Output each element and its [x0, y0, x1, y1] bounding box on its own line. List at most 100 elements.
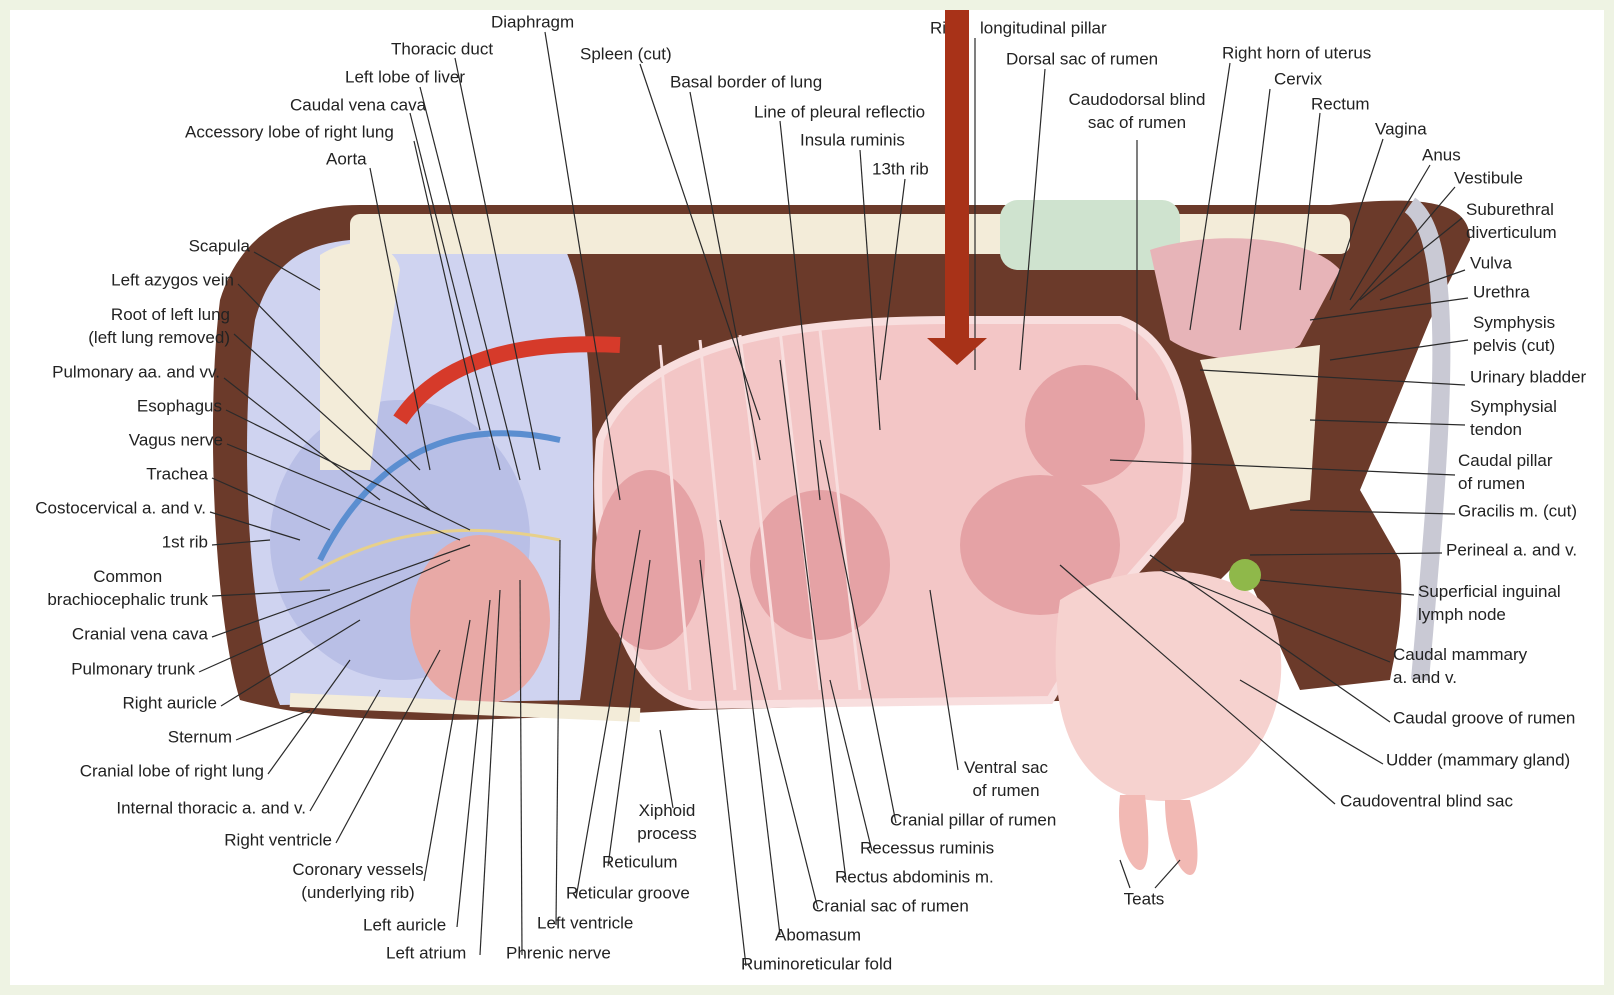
leader-line — [880, 179, 905, 380]
label-accessory-lobe: Accessory lobe of right lung — [185, 122, 394, 143]
leader-line — [1350, 165, 1430, 300]
leader-line — [1330, 340, 1468, 360]
leader-line — [930, 590, 958, 770]
leader-line — [212, 478, 330, 530]
label-caudal-vena-cava: Caudal vena cava — [290, 95, 426, 116]
label-reticular-groove: Reticular groove — [566, 883, 690, 904]
leader-line — [224, 378, 380, 500]
leader-line — [457, 600, 490, 927]
label-basal-border-lung: Basal border of lung — [670, 72, 822, 93]
label-anus: Anus — [1422, 145, 1461, 166]
label-cranial-sac: Cranial sac of rumen — [812, 896, 969, 917]
label-cervix: Cervix — [1274, 69, 1322, 90]
leader-line — [830, 680, 872, 851]
label-rectum: Rectum — [1311, 94, 1370, 115]
leader-line — [556, 540, 560, 925]
label-trachea: Trachea — [146, 464, 208, 485]
leader-line — [1250, 553, 1442, 555]
label-cranial-lobe: Cranial lobe of right lung — [80, 761, 264, 782]
label-right-ventricle: Right ventricle — [224, 830, 332, 851]
leader-line — [1380, 270, 1465, 300]
label-superficial-inguinal: Superficial inguinal lymph node — [1418, 580, 1561, 626]
label-aorta: Aorta — [326, 149, 367, 170]
label-left-atrium: Left atrium — [386, 943, 466, 964]
label-urinary-bladder: Urinary bladder — [1470, 367, 1586, 388]
label-vagina: Vagina — [1375, 119, 1427, 140]
label-scapula: Scapula — [189, 236, 250, 257]
leader-line — [268, 660, 350, 774]
label-suburethral: Suburethral diverticulum — [1466, 198, 1557, 244]
label-dorsal-sac: Dorsal sac of rumen — [1006, 49, 1158, 70]
label-left-auricle: Left auricle — [363, 915, 446, 936]
leader-line — [1120, 860, 1130, 888]
label-common-brachio: Common brachiocephalic trunk — [47, 565, 208, 611]
label-gracilis: Gracilis m. (cut) — [1458, 501, 1577, 522]
leader-line — [1300, 113, 1320, 290]
leader-line — [780, 121, 820, 500]
leader-line — [1160, 570, 1390, 662]
label-right-pillar-a: Ri — [930, 18, 946, 39]
label-right-horn-uterus: Right horn of uterus — [1222, 43, 1371, 64]
leader-line — [1110, 460, 1455, 475]
leader-line — [336, 650, 440, 843]
leader-line — [212, 545, 470, 637]
leader-line — [238, 284, 420, 470]
label-caudal-groove: Caudal groove of rumen — [1393, 708, 1575, 729]
label-caudal-pillar: Caudal pillar of rumen — [1458, 449, 1553, 495]
label-caudal-mammary: Caudal mammary a. and v. — [1393, 643, 1527, 689]
label-phrenic: Phrenic nerve — [506, 943, 611, 964]
label-insula-ruminis: Insula ruminis — [800, 130, 905, 151]
label-13th-rib: 13th rib — [872, 159, 929, 180]
leader-line — [210, 512, 300, 540]
label-ruminoreticular-fold: Ruminoreticular fold — [741, 954, 892, 975]
leader-line — [455, 58, 540, 470]
leader-line — [480, 590, 500, 955]
label-line-pleural: Line of pleural reflectio — [754, 102, 925, 123]
leader-line — [1310, 420, 1465, 425]
label-symphysis-pelvis: Symphysis pelvis (cut) — [1473, 311, 1555, 357]
leader-line — [720, 520, 818, 909]
leader-line — [212, 590, 330, 596]
label-1st-rib: 1st rib — [162, 532, 208, 553]
label-xiphoid: Xiphoid process — [637, 799, 697, 845]
leader-line — [1290, 510, 1455, 514]
leader-line — [1240, 680, 1383, 764]
leader-line — [1020, 69, 1045, 370]
leader-line — [520, 580, 522, 955]
leader-line — [236, 710, 310, 740]
leader-line — [700, 560, 746, 966]
label-root-left-lung: Root of left lung (left lung removed) — [88, 303, 230, 349]
label-vagus: Vagus nerve — [129, 430, 223, 451]
leader-line — [1060, 565, 1335, 804]
label-pulmonary-trunk: Pulmonary trunk — [71, 659, 195, 680]
label-rectus-abdominis: Rectus abdominis m. — [835, 867, 994, 888]
label-coronary: Coronary vessels (underlying rib) — [292, 858, 423, 904]
label-internal-thoracic: Internal thoracic a. and v. — [116, 798, 306, 819]
leader-line — [576, 530, 640, 898]
label-symphysial-tendon: Symphysial tendon — [1470, 395, 1557, 441]
leader-line — [1200, 370, 1465, 385]
leader-line — [310, 690, 380, 811]
label-vestibule: Vestibule — [1454, 168, 1523, 189]
leader-line — [420, 87, 520, 480]
leader-line — [212, 540, 270, 545]
leader-line — [545, 32, 620, 500]
leader-line — [410, 113, 500, 470]
label-left-lobe-liver: Left lobe of liver — [345, 67, 465, 88]
label-right-pillar-b: longitudinal pillar — [980, 18, 1107, 39]
leader-line — [1155, 860, 1180, 888]
label-vulva: Vulva — [1470, 253, 1512, 274]
label-cranial-vena-cava: Cranial vena cava — [72, 624, 208, 645]
leader-line — [1330, 139, 1383, 300]
leader-line — [370, 168, 430, 470]
label-sternum: Sternum — [168, 727, 232, 748]
label-caudoventral-blind-sac: Caudoventral blind sac — [1340, 791, 1513, 812]
label-urethra: Urethra — [1473, 282, 1530, 303]
leader-line — [221, 620, 360, 706]
leader-line — [1360, 218, 1462, 300]
label-recessus-ruminis: Recessus ruminis — [860, 838, 994, 859]
label-left-ventricle: Left ventricle — [537, 913, 633, 934]
label-diaphragm: Diaphragm — [491, 12, 574, 33]
label-right-auricle: Right auricle — [123, 693, 218, 714]
